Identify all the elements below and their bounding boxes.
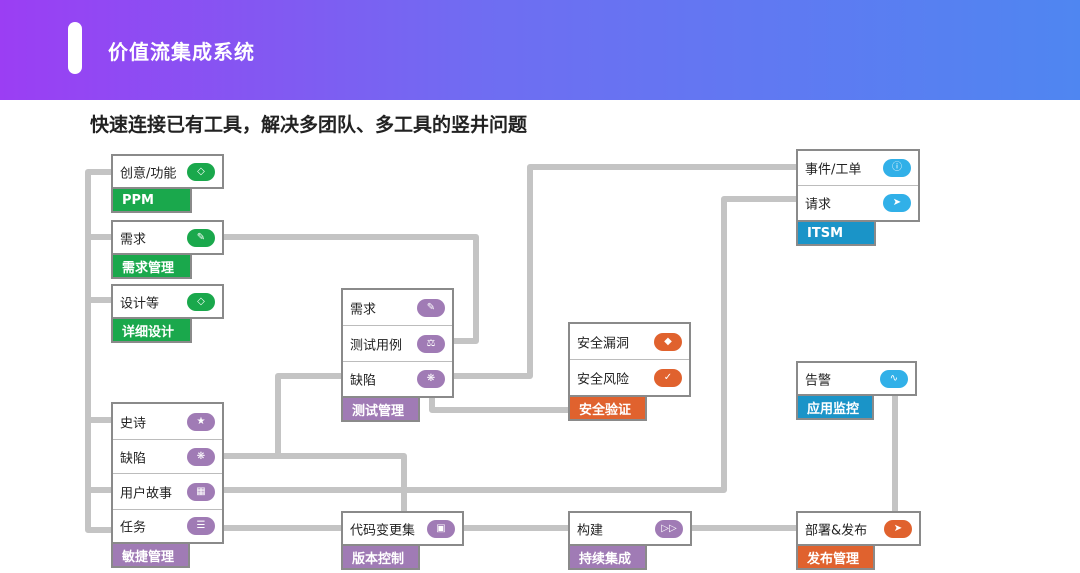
- itsm-box: 事件/工单 ⓘ 请求 ➤: [796, 149, 920, 222]
- release-row-deploy[interactable]: 部署&发布 ➤: [798, 513, 919, 544]
- vcs-label: 版本控制: [341, 546, 420, 570]
- requirements-box: 需求 ✎: [111, 220, 224, 255]
- vcs-box: 代码变更集 ▣: [341, 511, 464, 546]
- test-box: 需求 ✎ 测试用例 ⚖ 缺陷 ❋: [341, 288, 454, 398]
- test-row-requirement-label: 需求: [350, 302, 377, 317]
- requirements-row[interactable]: 需求 ✎: [113, 222, 222, 253]
- ppm-label: PPM: [111, 189, 192, 213]
- monitor-box: 告警 ∿: [796, 361, 917, 396]
- connector-test-security: [429, 396, 570, 413]
- connector-story-request: [222, 196, 796, 493]
- bug-icon: ❋: [417, 370, 445, 388]
- page-title: 价值流集成系统: [108, 40, 255, 64]
- agile-row-story[interactable]: 用户故事 ▦: [113, 474, 222, 510]
- test-row-requirement[interactable]: 需求 ✎: [343, 290, 452, 326]
- itsm-row-incident-label: 事件/工单: [805, 162, 862, 178]
- ci-box: 构建 ▷▷: [568, 511, 692, 546]
- security-row-vulnerability[interactable]: 安全漏洞 ◆: [570, 324, 689, 360]
- itsm-row-incident[interactable]: 事件/工单 ⓘ: [798, 151, 918, 186]
- rocket-icon: ➤: [883, 194, 911, 212]
- trophy-icon: ★: [187, 412, 215, 431]
- release-box: 部署&发布 ➤: [796, 511, 921, 546]
- header-banner: 价值流集成系统: [0, 0, 1080, 100]
- agile-row-task-label: 任务: [120, 520, 147, 536]
- flask-icon: ⚖: [417, 334, 445, 353]
- design-row[interactable]: 设计等 ◇: [113, 286, 222, 317]
- security-box: 安全漏洞 ◆ 安全风险 ✓: [568, 322, 691, 397]
- clapper-icon: ▦: [187, 482, 215, 501]
- ppm-box: 创意/功能 ◇: [111, 154, 224, 189]
- vcs-row-changeset[interactable]: 代码变更集 ▣: [343, 513, 462, 544]
- requirements-row-label: 需求: [120, 232, 147, 247]
- vcs-row-changeset-label: 代码变更集: [350, 523, 416, 538]
- test-row-defect[interactable]: 缺陷 ❋: [343, 362, 452, 396]
- code-icon: ▣: [427, 519, 455, 538]
- test-row-defect-label: 缺陷: [350, 373, 377, 389]
- design-box: 设计等 ◇: [111, 284, 224, 319]
- test-row-testcase[interactable]: 测试用例 ⚖: [343, 326, 452, 362]
- agile-row-story-label: 用户故事: [120, 486, 173, 501]
- monitor-row-alert[interactable]: 告警 ∿: [798, 363, 915, 394]
- pulse-icon: ∿: [880, 369, 908, 388]
- header-accent-bar: [68, 22, 82, 74]
- connector-defect-test: [222, 373, 343, 459]
- agile-row-epic[interactable]: 史诗 ★: [113, 404, 222, 440]
- monitor-row-alert-label: 告警: [805, 373, 832, 388]
- edit-icon: ✎: [187, 228, 215, 247]
- monitor-label: 应用监控: [796, 396, 874, 420]
- design-row-label: 设计等: [120, 296, 160, 311]
- release-label: 发布管理: [796, 546, 875, 570]
- diamond-icon: ◇: [187, 162, 215, 181]
- ci-label: 持续集成: [568, 546, 647, 570]
- test-row-testcase-label: 测试用例: [350, 338, 403, 353]
- design-label: 详细设计: [111, 319, 192, 343]
- security-label: 安全验证: [568, 397, 647, 421]
- edit-icon: ✎: [417, 298, 445, 317]
- agile-row-defect[interactable]: 缺陷 ❋: [113, 440, 222, 474]
- requirements-label: 需求管理: [111, 255, 192, 279]
- play-icon: ▷▷: [655, 519, 683, 538]
- security-row-vulnerability-label: 安全漏洞: [577, 336, 630, 351]
- security-row-risk-label: 安全风险: [577, 372, 630, 387]
- shield-icon: ◆: [654, 332, 682, 351]
- rocket-icon: ➤: [884, 519, 912, 538]
- bug-icon: ❋: [187, 447, 215, 466]
- itsm-row-request-label: 请求: [805, 197, 832, 213]
- info-icon: ⓘ: [883, 159, 911, 177]
- agile-row-epic-label: 史诗: [120, 416, 147, 431]
- diamond-icon: ◇: [187, 292, 215, 311]
- itsm-row-request[interactable]: 请求 ➤: [798, 186, 918, 220]
- agile-label: 敏捷管理: [111, 544, 190, 568]
- test-label: 测试管理: [341, 398, 420, 422]
- connector-defect-vcs: [278, 453, 407, 516]
- connector-left-trunk: [85, 169, 113, 533]
- list-icon: ☰: [187, 517, 215, 535]
- connector-req-testcase: [222, 234, 479, 344]
- ppm-row-label: 创意/功能: [120, 166, 177, 181]
- agile-row-task[interactable]: 任务 ☰: [113, 510, 222, 542]
- ci-row-build-label: 构建: [577, 523, 604, 538]
- shield-check-icon: ✓: [654, 368, 682, 387]
- agile-box: 史诗 ★ 缺陷 ❋ 用户故事 ▦ 任务 ☰: [111, 402, 224, 544]
- security-row-risk[interactable]: 安全风险 ✓: [570, 360, 689, 395]
- agile-row-defect-label: 缺陷: [120, 451, 147, 466]
- release-row-deploy-label: 部署&发布: [805, 523, 868, 538]
- page-subtitle: 快速连接已有工具，解决多团队、多工具的竖井问题: [90, 114, 528, 136]
- itsm-label: ITSM: [796, 222, 876, 246]
- ci-row-build[interactable]: 构建 ▷▷: [570, 513, 690, 544]
- ppm-row[interactable]: 创意/功能 ◇: [113, 156, 222, 187]
- connector-test-event: [452, 164, 796, 379]
